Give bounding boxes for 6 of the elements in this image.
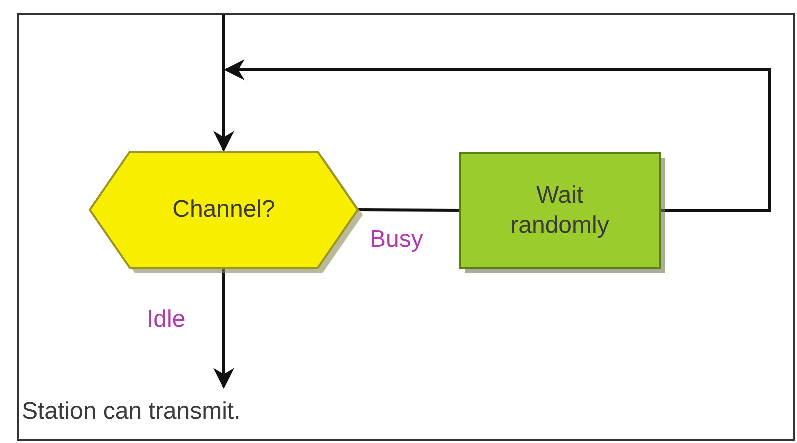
end-text: Station can transmit.: [22, 397, 241, 427]
arrow: [214, 268, 234, 390]
node-label: Wait randomly: [510, 180, 610, 240]
node-label: Channel?: [172, 195, 276, 225]
arrow: [214, 15, 234, 152]
arrow: [224, 60, 772, 212]
